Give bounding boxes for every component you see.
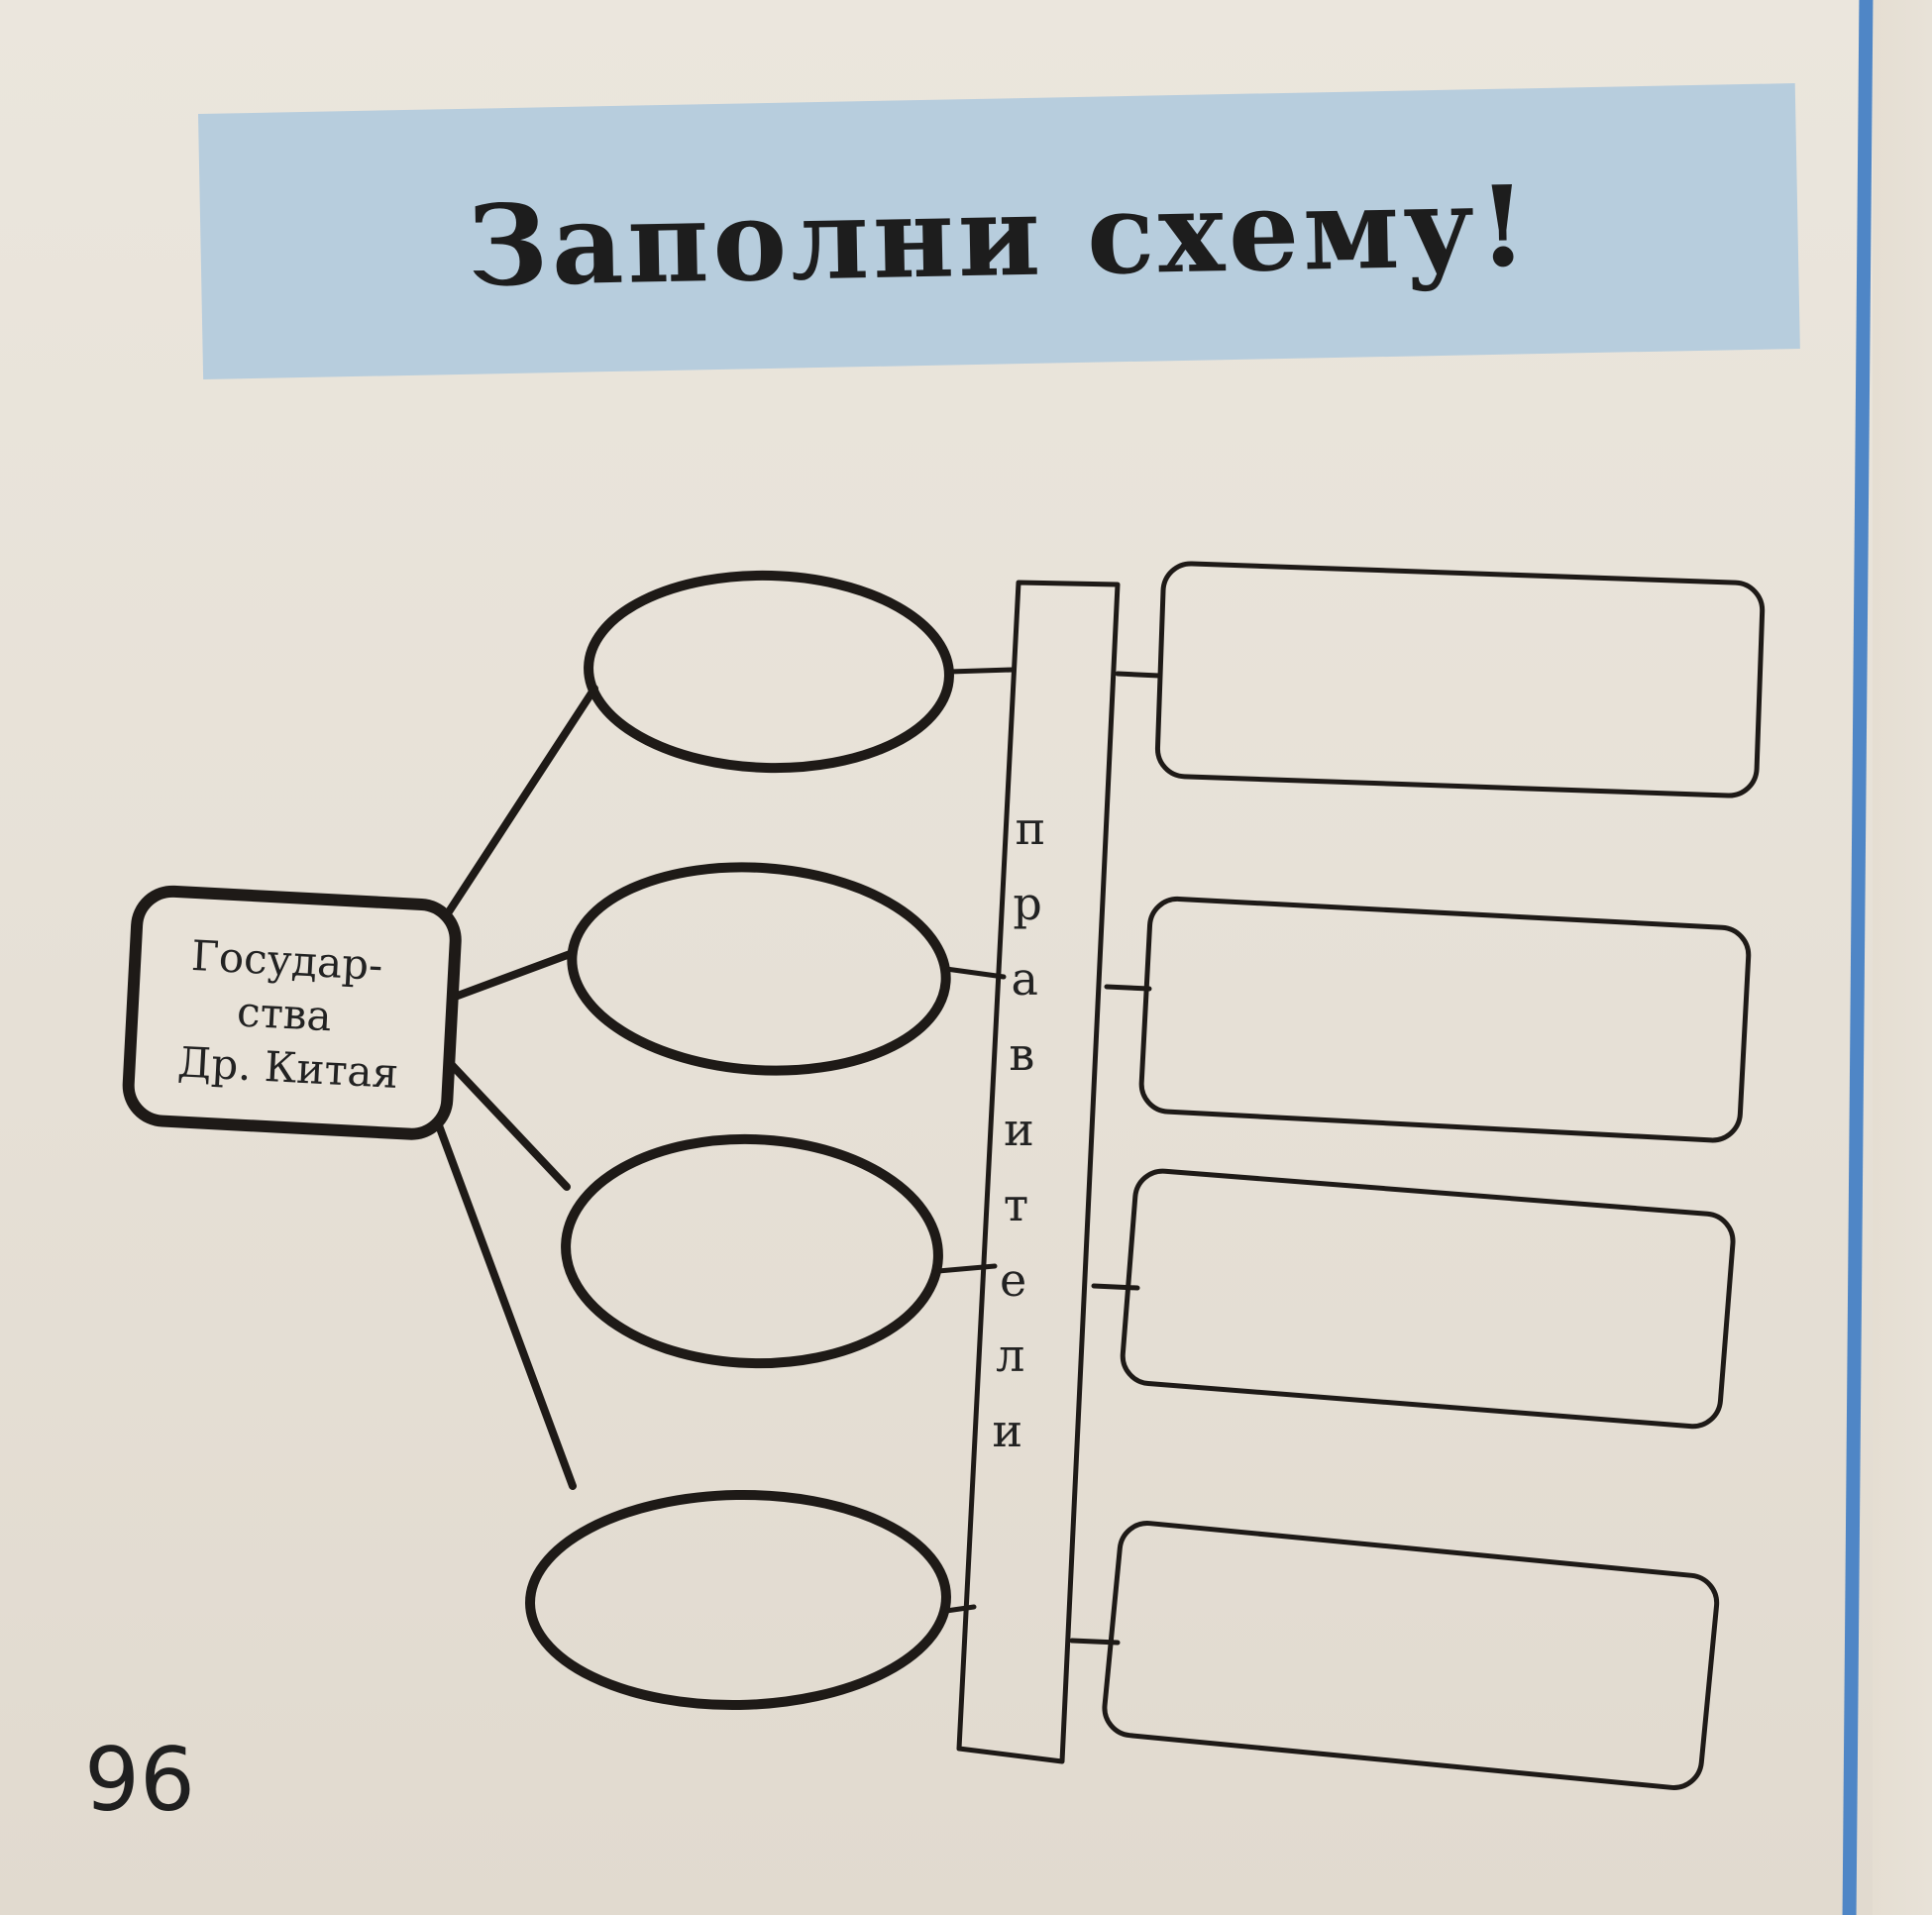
state-ellipse-1[interactable] [584, 570, 954, 774]
root-label-line-2: ства [236, 987, 333, 1040]
connector-root-state-1 [442, 685, 598, 920]
column-label-letter: и [1004, 1103, 1034, 1156]
column-label-letter: р [1013, 877, 1041, 930]
state-ellipse-3[interactable] [561, 1133, 943, 1370]
root-label-line-1: Государ- [190, 931, 384, 990]
connector-column-ruler-1 [1115, 671, 1162, 679]
column-label-letter: а [1011, 952, 1037, 1006]
connector-state-column-4 [943, 1604, 977, 1614]
column-label-letter: т [1004, 1178, 1028, 1231]
column-label-letter: п [1016, 801, 1046, 855]
page-number: 96 [84, 1729, 195, 1831]
ruler-box-3[interactable] [1120, 1168, 1736, 1430]
root-label: Государ- ства Др. Китая [176, 930, 405, 1097]
state-ellipse-4[interactable] [525, 1489, 951, 1711]
ruler-box-4[interactable] [1102, 1521, 1720, 1790]
connector-state-column-2 [943, 966, 1007, 980]
column-label-letter: е [1000, 1253, 1026, 1307]
ruler-box-2[interactable] [1138, 896, 1752, 1143]
column-label-letter: и [992, 1404, 1022, 1457]
root-label-line-3: Др. Китая [176, 1037, 399, 1098]
connector-state-column-1 [946, 667, 1016, 675]
connector-state-column-3 [935, 1263, 998, 1274]
connector-root-state-4 [432, 1114, 577, 1490]
connector-column-ruler-2 [1104, 984, 1152, 992]
page-edge [1873, 0, 1932, 1915]
column-label-letter: л [996, 1329, 1024, 1382]
root-box [122, 885, 462, 1140]
connector-root-state-3 [448, 1061, 571, 1191]
column-label-letter: в [1009, 1027, 1034, 1081]
connector-root-state-2 [454, 949, 577, 1000]
ruler-box-1[interactable] [1154, 561, 1766, 798]
connector-column-ruler-3 [1091, 1283, 1140, 1291]
state-ellipse-2[interactable] [565, 855, 952, 1083]
rulers-column [956, 580, 1121, 1764]
